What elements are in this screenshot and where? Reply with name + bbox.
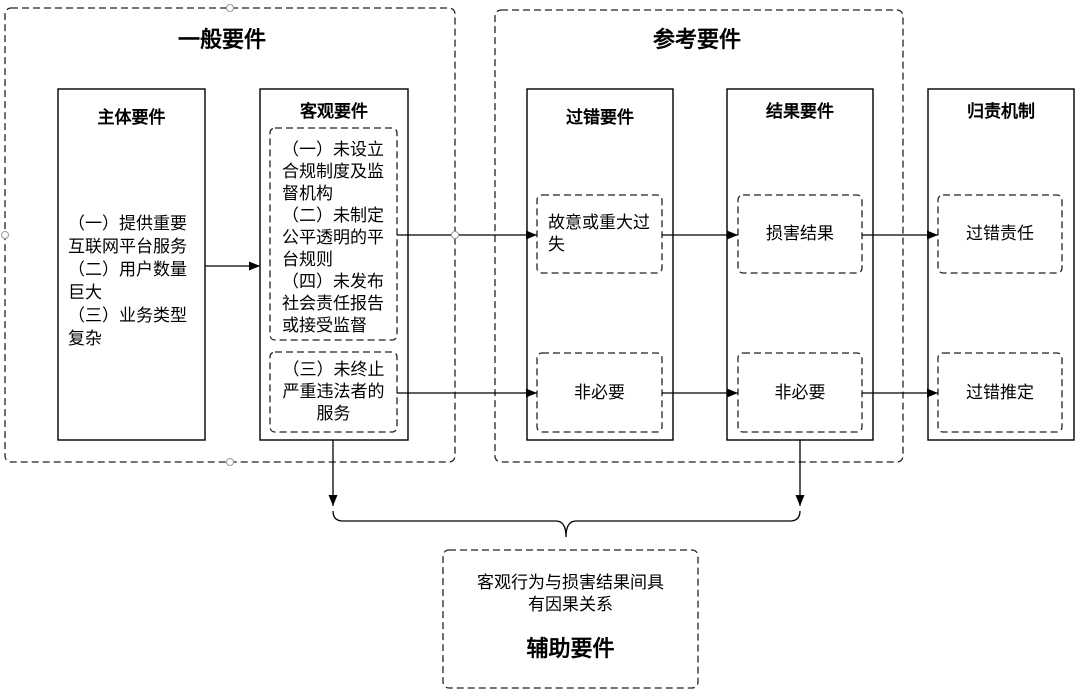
result-upper-box [737, 194, 863, 274]
auxiliary-title: 辅助要件 [526, 637, 615, 662]
result-title: 结果要件 [766, 102, 834, 122]
fault-title: 过错要件 [566, 108, 634, 128]
liability-upper-label: 过错责任 [966, 224, 1034, 244]
fault-upper-box [536, 194, 663, 274]
curly-brace [332, 510, 801, 538]
selection-handle [1, 231, 9, 239]
objective-column [259, 88, 409, 441]
reference-group-title: 参考要件 [652, 28, 741, 53]
subject-column [57, 88, 206, 441]
selection-handle [226, 4, 234, 12]
fault-upper-cell: 故意或重大过失 [537, 195, 662, 273]
result-upper-label: 损害结果 [766, 224, 834, 244]
result-lower-cell: 非必要 [738, 353, 862, 432]
liability-lower-cell: 过错推定 [938, 353, 1062, 432]
subject-items: （一）提供重要互联网平台服务 （二）用户数量巨大 （三）业务类型复杂 [68, 213, 193, 351]
subject-title: 主体要件 [97, 108, 166, 128]
result-lower-label: 非必要 [774, 382, 826, 403]
objective-item: （一）未设立合规制度及监督机构 [282, 140, 384, 204]
liability-upper-box [937, 194, 1063, 274]
liability-column [927, 88, 1075, 441]
selection-handle [226, 458, 234, 466]
fault-upper-label: 故意或重大过失 [548, 213, 650, 255]
objective-box-a [269, 127, 398, 341]
auxiliary-box [442, 549, 699, 689]
subject-item: （一）提供重要互联网平台服务 [68, 214, 187, 257]
auxiliary-text-wrap: 客观行为与损害结果间具有因果关系 [443, 572, 698, 616]
objective-item: （三）未终止严重违法者的服务 [282, 360, 385, 424]
objective-item: （四）未发布社会责任报告或接受监督 [282, 272, 384, 336]
selection-handle [451, 231, 459, 239]
liability-upper-cell: 过错责任 [938, 195, 1062, 273]
subject-item: （三）业务类型复杂 [68, 306, 187, 349]
fault-lower-label: 非必要 [574, 382, 625, 403]
subject-item: （二）用户数量巨大 [68, 260, 187, 303]
liability-title: 归责机制 [967, 102, 1035, 122]
general-group-title: 一般要件 [177, 28, 266, 53]
objective-box-b [269, 351, 398, 433]
result-upper-cell: 损害结果 [738, 195, 862, 273]
fault-lower-cell: 非必要 [537, 353, 662, 432]
objective-group-a-items: （一）未设立合规制度及监督机构 （二）未制定公平透明的平台规则 （四）未发布社会… [282, 139, 390, 337]
objective-title: 客观要件 [300, 102, 368, 122]
objective-item: （二）未制定公平透明的平台规则 [282, 206, 384, 270]
objective-group-b-cell: （三）未终止严重违法者的服务 [270, 352, 397, 432]
reference-requirements-group [494, 9, 904, 463]
liability-lower-label: 过错推定 [966, 382, 1034, 403]
fault-column [526, 88, 674, 441]
auxiliary-text: 客观行为与损害结果间具有因果关系 [477, 573, 664, 615]
